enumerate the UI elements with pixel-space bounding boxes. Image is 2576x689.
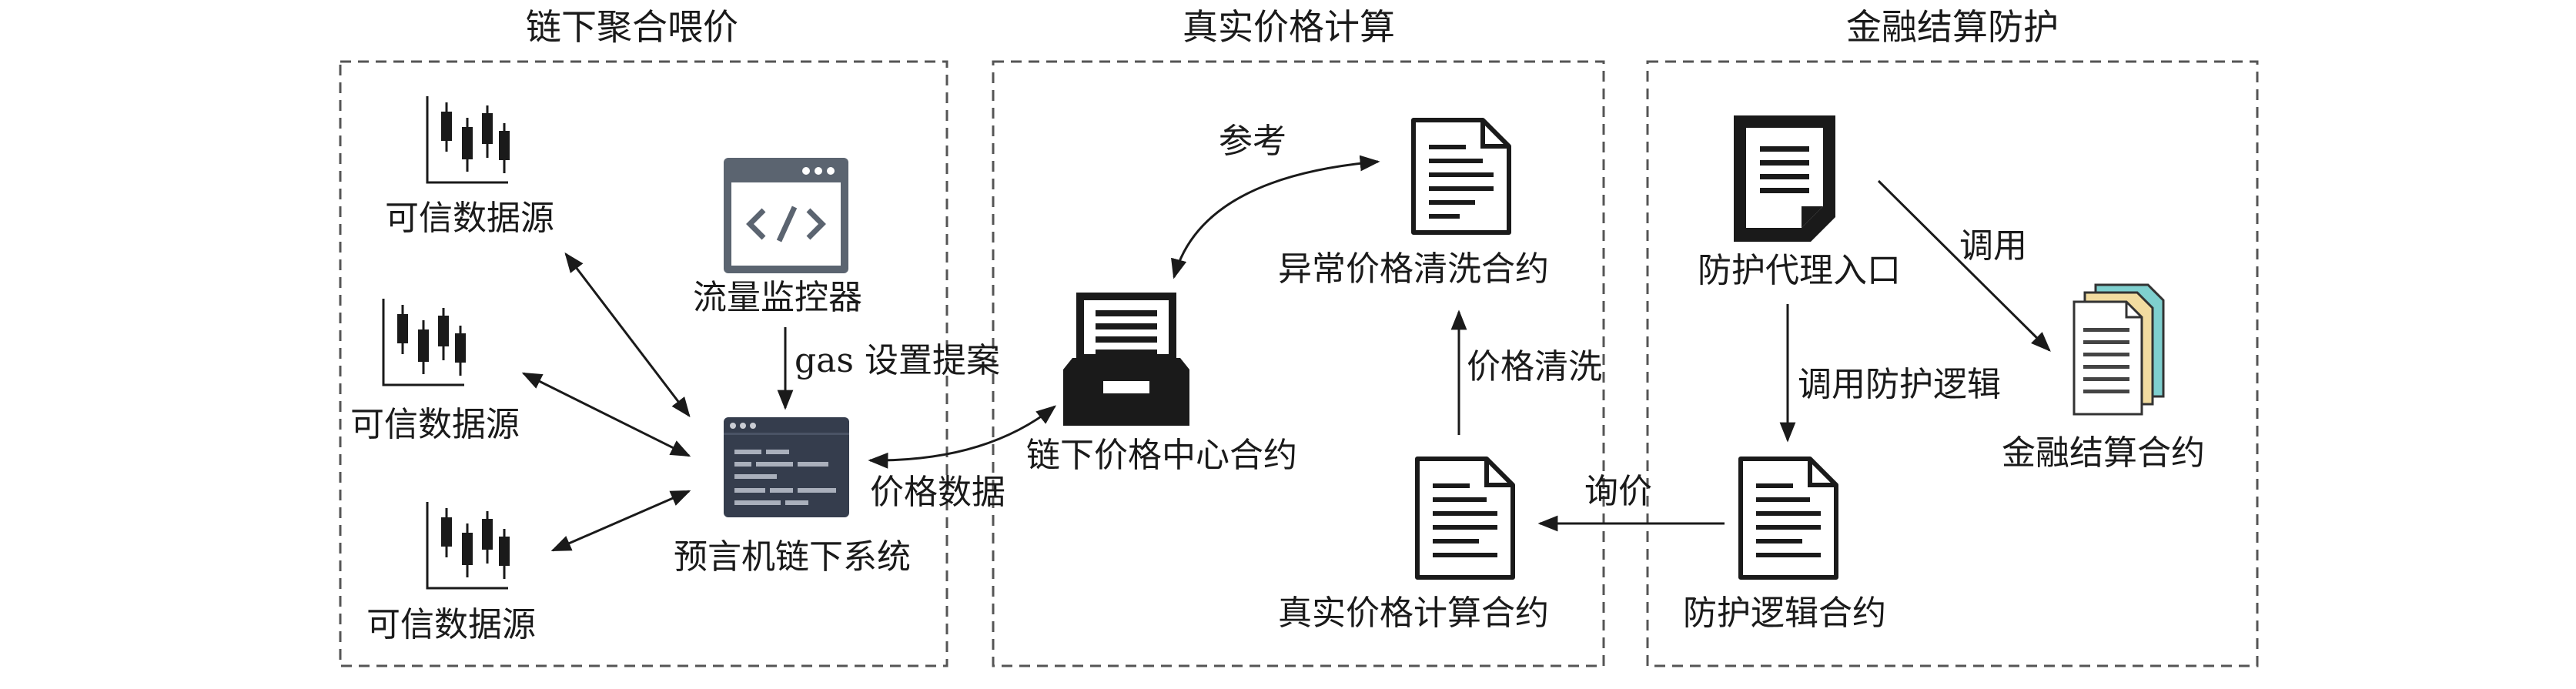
dashboard-window-icon [724,417,849,517]
node-label-source-1: 可信数据源 [385,199,554,238]
edge-label-reference: 参考 [1219,122,1286,161]
section-box-offchain [339,60,948,667]
node-label-real-price-calc: 真实价格计算合约 [1278,594,1549,633]
edge-source2-oracle [521,372,691,457]
node-label-proxy-entry: 防护代理入口 [1698,251,1901,290]
section-box-protection [1646,60,2259,667]
code-window-icon [724,158,848,273]
candlestick-chart-icon [382,299,466,386]
proxy-document-icon [1734,115,1835,242]
node-label-protection-logic: 防护逻辑合约 [1683,594,1886,633]
node-label-price-center: 链下价格中心合约 [1026,436,1297,475]
edge-pricecenter-anomaly [1171,155,1380,279]
document-icon [1411,118,1511,235]
edge-source1-oracle [564,252,691,418]
stacked-documents-icon [2073,283,2165,416]
node-label-settlement: 金融结算合约 [2002,433,2205,473]
edge-label-invoke: 调用 [1959,226,2027,266]
candlestick-chart-icon [426,502,510,590]
edge-label-invoke-protection: 调用防护逻辑 [1798,365,2001,404]
edge-source3-oracle [550,490,691,552]
archive-drawer-icon [1063,293,1189,426]
edge-proxy-settlement [1877,179,2051,352]
edge-oracle-pricecenter [868,405,1057,469]
document-icon [1738,457,1838,580]
section-title-offchain: 链下聚合喂价 [526,6,738,48]
edge-label-inquiry: 询价 [1584,472,1652,511]
node-label-source-3: 可信数据源 [366,605,536,644]
node-label-traffic-monitor: 流量监控器 [693,278,862,317]
candlestick-chart-icon [426,96,510,184]
node-label-source-2: 可信数据源 [350,405,520,444]
section-title-protection: 金融结算防护 [1846,6,2059,48]
node-label-anomaly-cleaning: 异常价格清洗合约 [1278,249,1549,289]
section-title-real-price: 真实价格计算 [1183,6,1395,48]
edge-label-gas-proposal: gas 设置提案 [795,341,1000,380]
section-box-real-price [992,60,1605,667]
document-icon [1415,457,1515,580]
edge-label-price-data: 价格数据 [870,473,1005,512]
edge-label-price-cleaning: 价格清洗 [1467,347,1602,386]
node-label-oracle-system: 预言机链下系统 [674,537,911,577]
